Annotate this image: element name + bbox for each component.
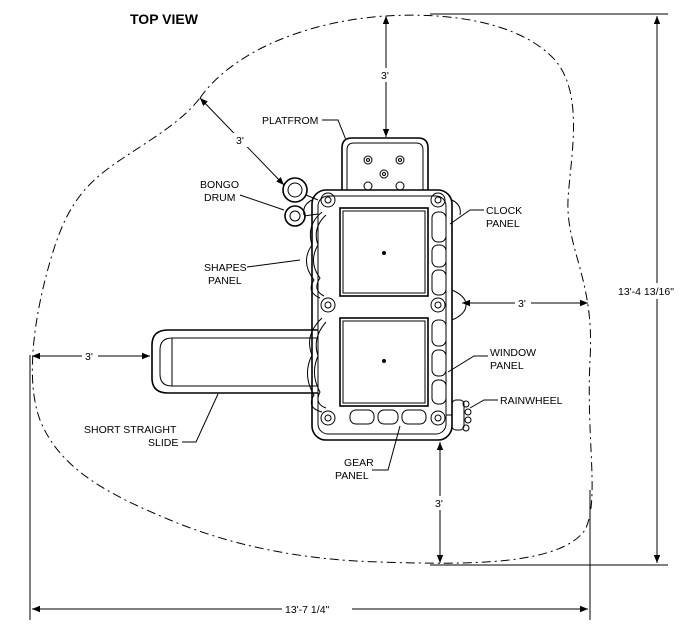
- shapes-panel: [306, 211, 327, 299]
- bongo-drum: [282, 177, 319, 227]
- bongo-label-line1: BONGO: [200, 179, 239, 191]
- structure-frame: [311, 189, 453, 441]
- view-title: TOP VIEW: [130, 11, 199, 27]
- shapes-leader: [246, 259, 301, 268]
- window-panel: [431, 319, 447, 405]
- rainwheel: [446, 399, 472, 432]
- clock-label-line2: PANEL: [486, 218, 520, 230]
- platform-label: PLATFROM: [262, 115, 318, 127]
- overall-width-label: 13'-7 1/4": [285, 604, 330, 616]
- slide-label-line2: SLIDE: [148, 437, 178, 449]
- gear-panel: [349, 409, 427, 425]
- upper-deck: [339, 207, 429, 297]
- shapes-label-line1: SHAPES: [204, 262, 247, 274]
- play-structure: [151, 137, 472, 441]
- bottom-clearance-label: 3': [435, 498, 443, 510]
- platform-leader: [322, 119, 347, 141]
- clock-leader: [449, 209, 484, 225]
- window-label-line1: WINDOW: [490, 347, 536, 359]
- right-clearance-label: 3': [518, 298, 526, 310]
- bongo-leader: [239, 194, 285, 211]
- shapes-label-line2: PANEL: [208, 275, 242, 287]
- rainwheel-label: RAINWHEEL: [500, 395, 563, 407]
- rainwheel-leader: [469, 399, 498, 409]
- gear-label-line1: GEAR: [344, 457, 374, 469]
- left-clearance-label: 3': [85, 351, 93, 363]
- platform-top: [341, 137, 429, 190]
- window-label-line2: PANEL: [490, 360, 524, 372]
- window-leader: [447, 355, 488, 373]
- gear-leader: [372, 425, 401, 471]
- clock-label-line1: CLOCK: [486, 205, 522, 217]
- bongo-label-line2: DRUM: [204, 192, 236, 204]
- slide-label-line1: SHORT STRAIGHT: [84, 424, 177, 436]
- slide-leader: [182, 393, 219, 443]
- overall-height-label: 13'-4 13/16": [618, 286, 674, 298]
- clock-panel: [431, 211, 447, 296]
- short-straight-slide: [151, 329, 318, 394]
- gear-label-line2: PANEL: [335, 470, 369, 482]
- diagonal-clearance-label: 3': [236, 135, 244, 147]
- top-clearance-label: 3': [381, 70, 389, 82]
- lower-deck: [339, 317, 429, 407]
